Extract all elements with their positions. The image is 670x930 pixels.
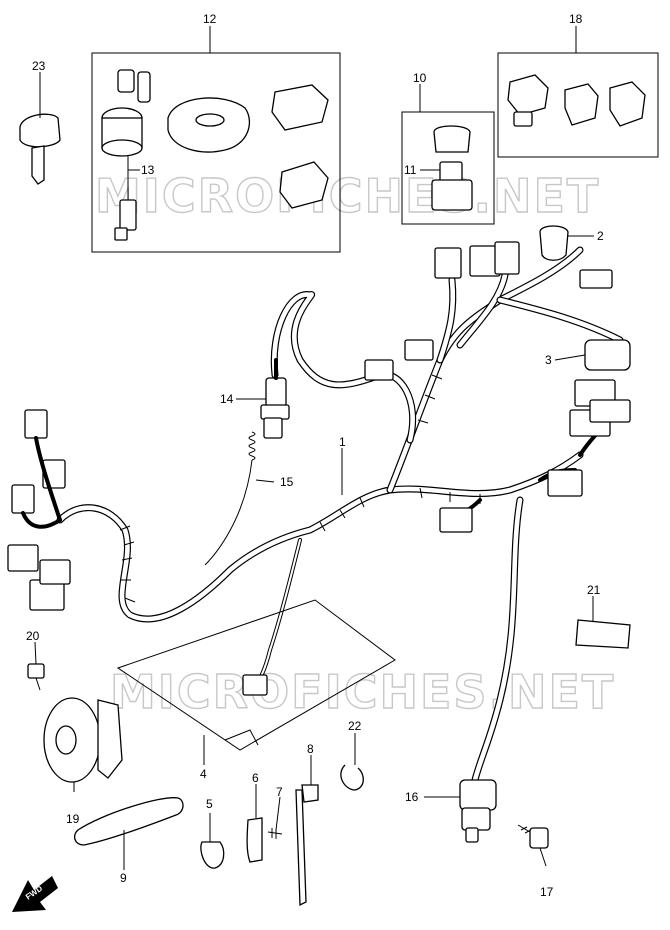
bolt-part-17 (517, 824, 549, 849)
cap-set-part-18 (507, 74, 646, 127)
ignition-kit-part-12 (101, 69, 329, 241)
bracket-part-6 (246, 817, 263, 863)
callout-7: 7 (276, 785, 283, 799)
bolt-part-20 (27, 663, 45, 691)
callout-16: 16 (405, 790, 419, 804)
relay-part-10 (431, 125, 473, 211)
kit-box-12 (91, 52, 341, 253)
callout-6: 6 (252, 771, 259, 785)
callout-23: 23 (32, 59, 46, 73)
kit-box-18 (497, 52, 659, 158)
sensor-part-16 (459, 779, 497, 843)
clamp-part-22 (340, 764, 364, 791)
callout-numbers: 12 18 10 23 13 11 2 3 14 1 15 21 20 22 4… (26, 12, 604, 899)
callout-3: 3 (545, 353, 552, 367)
callout-14: 14 (220, 392, 234, 406)
wiring-harness-part-1 (7, 241, 631, 784)
horn-part-19 (43, 697, 123, 783)
watermark-top: MICROFICHES.NET (95, 169, 600, 223)
strap-part-9 (73, 797, 184, 846)
clamp-part-5 (200, 841, 225, 869)
cap-part-2 (539, 225, 569, 261)
tie-part-8 (295, 784, 319, 907)
callout-10: 10 (413, 71, 427, 85)
callout-9: 9 (120, 871, 127, 885)
spring-part-15 (204, 431, 256, 566)
callout-5: 5 (206, 797, 213, 811)
callout-13: 13 (141, 163, 155, 177)
kit-box-10 (401, 111, 495, 225)
callout-19: 19 (66, 812, 80, 826)
callout-2: 2 (597, 229, 604, 243)
block-part-3 (584, 339, 631, 371)
sheet-part-4 (116, 599, 396, 751)
leader-lines (34, 26, 594, 870)
callout-17: 17 (540, 885, 554, 899)
callout-22: 22 (348, 719, 362, 733)
callout-20: 20 (26, 629, 40, 643)
screw-part-7 (267, 828, 283, 839)
callout-1: 1 (339, 435, 346, 449)
callout-8: 8 (307, 742, 314, 756)
key-part-23 (19, 113, 61, 185)
callout-12: 12 (203, 12, 217, 26)
pad-part-21 (575, 619, 631, 649)
callout-15: 15 (280, 475, 294, 489)
callout-21: 21 (587, 583, 601, 597)
callout-18: 18 (569, 12, 583, 26)
forward-arrow-icon: FWD (12, 876, 58, 912)
callout-11: 11 (404, 163, 417, 177)
callout-4: 4 (200, 767, 207, 781)
watermark-bottom: MICROFICHES.NET (110, 665, 615, 719)
brake-switch-part-14 (260, 358, 290, 439)
